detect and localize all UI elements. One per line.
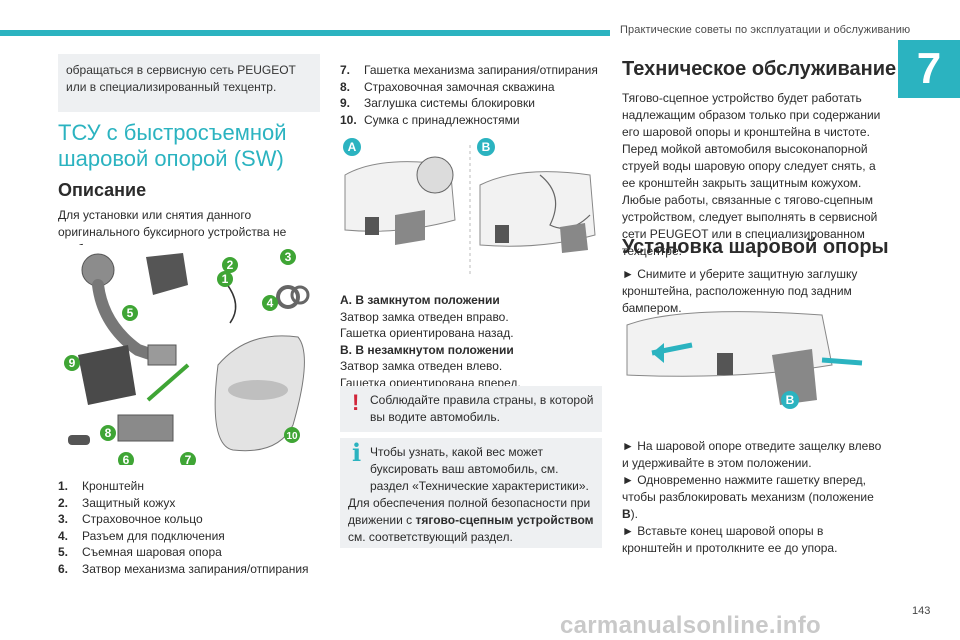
running-header: Практические советы по эксплуатации и об… (620, 24, 911, 36)
intro-note: обращаться в сервисную сеть PEUGEOT или … (58, 54, 320, 112)
label-a-badge (343, 138, 361, 156)
callout-5-label: 5 (127, 306, 134, 320)
label-b: B (786, 393, 795, 407)
watermark: carmanualsonline.info (560, 612, 822, 639)
parts-list-2: 7.Гашетка механизма запирания/отпирания … (340, 62, 602, 128)
callout-8-label: 8 (105, 426, 112, 440)
list-item: 1.Кронштейн (58, 479, 144, 493)
callout-6-label: 6 (123, 453, 130, 465)
key (68, 435, 90, 445)
info-icon: i (352, 438, 362, 467)
warning-text: Соблюдайте правила страны, в которой вы … (370, 393, 594, 424)
callout-10-label: 10 (286, 431, 298, 442)
page-number: 143 (912, 605, 931, 617)
install-step-4: ► Вставьте конец шаровой опоры в кронште… (622, 524, 838, 555)
section-title: ТСУ с быстросъемной шаровой опорой (SW) (58, 120, 287, 171)
connector-cable (225, 282, 237, 324)
lock-positions-captions: A. В замкнутом положении Затвор замка от… (340, 292, 602, 391)
callout-2-label: 2 (227, 258, 234, 272)
callout-4-label: 4 (267, 296, 274, 310)
maintenance-text: Тягово-сцепное устройство будет работать… (622, 91, 881, 258)
callout-3 (280, 249, 296, 265)
callout-7 (180, 452, 196, 468)
install-step-3: ► Одновременно нажмите гашетку вперед, ч… (622, 473, 874, 521)
callout-5 (122, 305, 138, 321)
maintenance-heading: Техническое обслуживание (622, 58, 897, 80)
label-b-badge (477, 138, 495, 156)
callout-2 (222, 257, 238, 273)
warning-box: ! Соблюдайте правила страны, в которой в… (340, 386, 602, 432)
callout-6 (118, 452, 134, 468)
state-a-title: A. В замкнутом положении (340, 293, 500, 307)
list-item: 7.Гашетка механизма запирания/отпирания (340, 63, 598, 77)
parts-list-1: 1.Кронштейн 2.Защитный кожух 3.Страховоч… (58, 478, 328, 577)
callout-7-label: 7 (185, 453, 192, 465)
list-item: 2.Защитный кожух (58, 495, 176, 510)
info-text-2: Для обеспечения полной безопасности при … (348, 496, 594, 544)
state-b-title: B. В незамкнутом положении (340, 342, 514, 357)
green-arrow (146, 363, 190, 402)
lock-positions-diagram: A B (343, 138, 596, 275)
state-a-line2: Гашетка ориентирована назад. (340, 326, 514, 340)
label-b-badge (781, 391, 799, 409)
right-arrow (821, 357, 863, 366)
lower-bracket (117, 414, 174, 442)
panel-a-ball (416, 156, 454, 194)
list-item: 10.Сумка с принадлежностями (340, 112, 520, 127)
list-item: 4.Разъем для подключения (58, 528, 225, 543)
panel-a-lever (395, 210, 425, 245)
panel-b-lever (560, 223, 588, 253)
bag-opening (228, 380, 288, 400)
parts-diagram: 2 1 3 4 5 6 7 8 9 10 (64, 249, 310, 468)
installation-heading: Установка шаровой опоры (622, 236, 889, 258)
panel-b-latch (495, 225, 509, 243)
trigger-lever (772, 349, 817, 405)
info-text-1: Чтобы узнать, какой вес может буксироват… (370, 445, 589, 493)
label-b: B (482, 140, 491, 154)
state-a-line1: Затвор замка отведен вправо. (340, 309, 509, 324)
callout-8 (100, 425, 116, 441)
install-steps: ► На шаровой опоре отведите защелку влев… (622, 438, 884, 557)
towbar-parts-illustration: 2 1 3 4 5 6 7 8 9 10 (58, 245, 320, 468)
callout-4 (262, 295, 278, 311)
protective-cover (146, 253, 188, 295)
panel-b-arm (539, 174, 591, 229)
unlock-illustration: B (622, 305, 884, 415)
callout-3-label: 3 (285, 250, 292, 264)
callout-10 (284, 427, 300, 443)
callout-1-label: 1 (222, 272, 229, 286)
header-accent-bar (0, 30, 610, 36)
left-arrow-head (652, 343, 664, 363)
callout-9-label: 9 (69, 356, 76, 370)
chapter-number-tab: 7 (898, 40, 960, 98)
bracket (78, 345, 136, 405)
install-step-2: ► На шаровой опоре отведите защелку влев… (622, 439, 882, 470)
unlock-diagram: B (626, 311, 863, 409)
ball-arm-base (147, 344, 177, 366)
latch (717, 353, 733, 375)
safety-ring-2 (290, 285, 310, 305)
description-heading: Описание (58, 180, 147, 200)
info-box: i Чтобы узнать, какой вес может буксиров… (340, 438, 602, 548)
panel-a-latch (365, 217, 379, 235)
list-item: 3.Страховочное кольцо (58, 512, 203, 526)
callout-1 (217, 271, 233, 287)
list-item: 8.Страховочная замочная скважина (340, 79, 555, 94)
callout-9 (64, 355, 80, 371)
safety-ring (276, 285, 300, 309)
list-item: 5.Съемная шаровая опора (58, 545, 222, 559)
ball-arm (92, 279, 159, 361)
list-item: 9.Заглушка системы блокировки (340, 96, 535, 110)
label-a: A (348, 140, 357, 154)
lock-positions-illustration: A B (340, 135, 602, 285)
state-b-line1: Затвор замка отведен влево. (340, 359, 503, 373)
install-step-1: ► Снимите и уберите защитную заглушку кр… (622, 267, 858, 315)
warning-icon: ! (352, 390, 360, 415)
list-item: 6.Затвор механизма запирания/отпирания (58, 561, 309, 576)
